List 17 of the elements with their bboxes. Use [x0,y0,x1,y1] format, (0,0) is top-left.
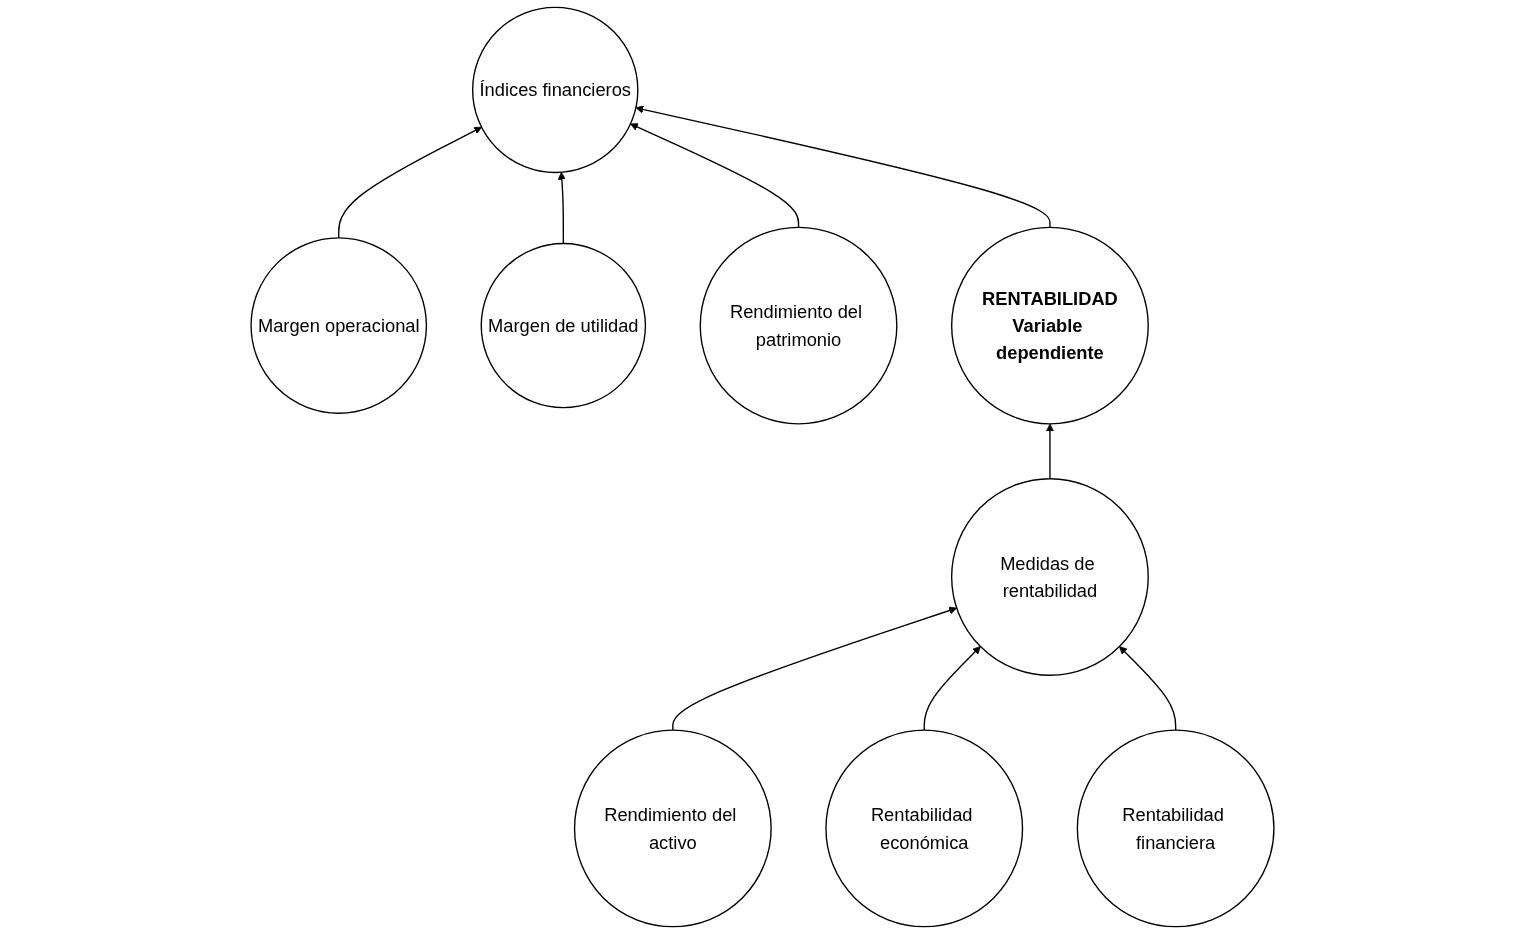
node-circle: Rendimiento del activo [573,729,772,928]
node-circle: RENTABILIDAD Variable dependiente [951,226,1149,425]
node-circle: Margen operacional [250,237,428,414]
node-circle: Rentabilidad financiera [1076,729,1275,928]
arrow [1045,423,1054,480]
node-circle: Medidas de rentabilidad [951,478,1149,676]
arrow [338,126,482,239]
arrow [1119,646,1177,731]
node-circle: Rentabilidad económica [825,729,1024,928]
arrow [630,123,800,228]
arrow [672,606,958,731]
node-circle: Índices financieros [471,6,639,174]
arrow [923,646,981,731]
arrow [635,105,1051,228]
arrow [557,171,566,245]
node-circle: Rendimiento del patrimonio [699,226,898,425]
node-circle: Margen de utilidad [480,242,647,409]
